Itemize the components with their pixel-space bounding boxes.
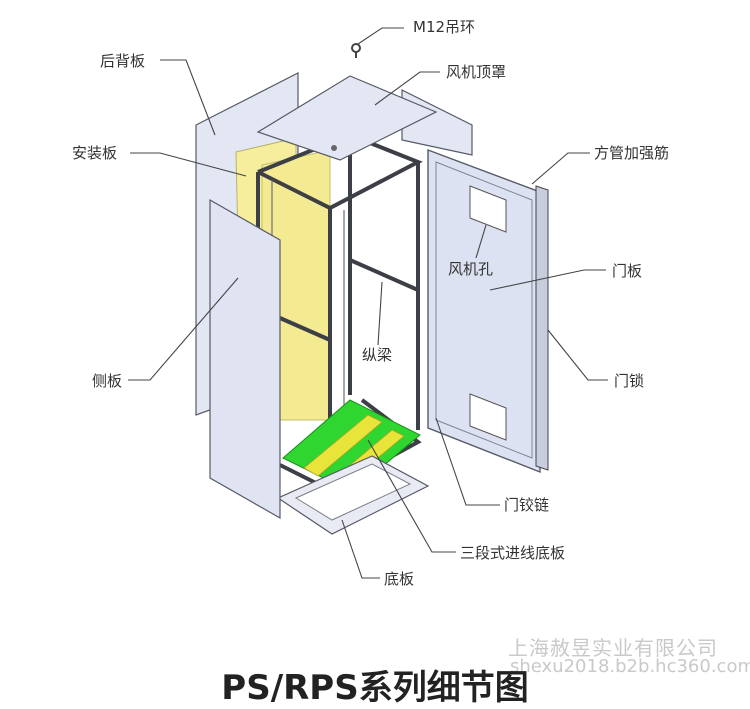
watermark-company: 上海赦昱实业有限公司: [508, 636, 718, 660]
fan-top-cover: [256, 75, 438, 161]
leader-lines: [128, 27, 608, 579]
watermark-url: shexu2018.b2b.hc360.com: [510, 656, 750, 677]
door-panel-graphic: [427, 148, 541, 474]
label-fan-hole: 风机孔: [448, 260, 493, 278]
label-door-lock: 门锁: [614, 372, 644, 390]
label-hoist-ring: M12吊环: [413, 18, 475, 36]
label-square-tube-rib: 方管加强筋: [594, 144, 669, 162]
label-side-panel: 侧板: [92, 372, 122, 390]
label-mounting-plate: 安装板: [72, 144, 117, 162]
label-fan-top-cover: 风机顶罩: [446, 63, 506, 81]
label-longitudinal-beam: 纵梁: [362, 346, 392, 364]
hoist-ring-graphic: [351, 43, 361, 58]
label-back-panel: 后背板: [100, 52, 145, 70]
label-door-panel: 门板: [612, 262, 642, 280]
label-base-plate: 底板: [384, 570, 414, 588]
label-door-hinge: 门铰链: [504, 496, 549, 514]
side-panel: [209, 198, 281, 520]
label-cable-entry-base: 三段式进线底板: [460, 544, 565, 562]
cover-screw: [331, 145, 337, 151]
square-tube-rib: [535, 185, 549, 471]
cabinet-exploded-diagram: M12吊环 后背板 风机顶罩 安装板 方管加强筋 风机孔 门板 纵梁 侧板 门锁…: [72, 18, 669, 588]
page-title: PS/RPS系列细节图: [221, 668, 529, 708]
base-plate-opening: [294, 463, 412, 521]
